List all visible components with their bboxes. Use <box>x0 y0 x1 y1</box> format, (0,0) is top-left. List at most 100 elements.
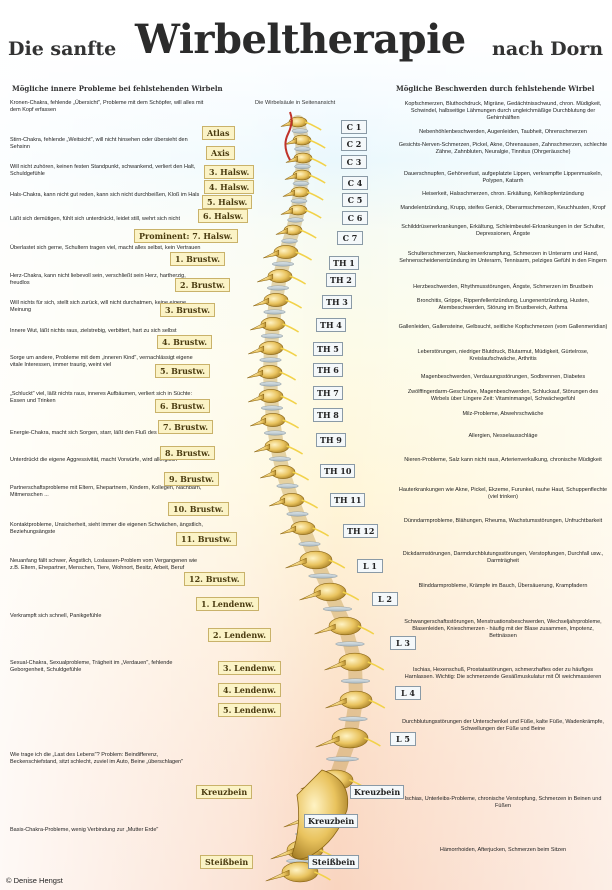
code-th12: TH 12 <box>343 524 379 538</box>
code-th4: TH 4 <box>316 318 346 332</box>
right-text-c6: Mandelentzündung, Krupp, steifes Genick,… <box>400 205 606 211</box>
vertebra <box>260 317 286 331</box>
code-c3: C 3 <box>341 155 367 169</box>
spinal-nerve <box>308 139 326 149</box>
right-text-steissbein: Hämorrhoiden, Afterjucken, Schmerzen bei… <box>439 847 567 853</box>
right-text-l4: Ischias, Hexenschuß, Prostatastörungen, … <box>404 667 602 680</box>
intervertebral-disc <box>287 217 304 223</box>
intervertebral-disc <box>261 405 284 411</box>
code-kreuzbein-lower: Kreuzbein <box>304 814 359 828</box>
vertebral-artery <box>284 111 293 161</box>
right-text-th10: Nieren-Probleme, Salz kann nicht raus, A… <box>404 457 602 463</box>
left-subheading: Mögliche innere Probleme bei fehlstehend… <box>12 84 223 93</box>
spinous-process <box>260 469 277 479</box>
label-brustw-8: 8. Brustw. <box>160 446 215 460</box>
label-axis: Axis <box>206 146 235 160</box>
title-pre: Die sanfte <box>8 38 117 60</box>
label-lendenw-5: 5. Lendenw. <box>218 703 282 717</box>
vertebra <box>338 652 372 672</box>
intervertebral-disc <box>272 261 295 267</box>
right-text-th2: Herzbeschwerden, Rhythmusstörungen, Ängs… <box>413 284 593 290</box>
code-th9: TH 9 <box>316 433 346 447</box>
code-th6: TH 6 <box>313 363 343 377</box>
spinous-process <box>263 249 280 259</box>
poster-title: Die sanfte Wirbeltherapie nach Dorn <box>0 8 612 68</box>
code-th1: TH 1 <box>329 256 359 270</box>
vertebra <box>260 413 286 427</box>
vertebra <box>290 521 316 535</box>
right-text-c5: Heiserkeit, Halsschmerzen, chron. Erkält… <box>422 191 584 197</box>
intervertebral-disc <box>290 198 308 204</box>
vertebra <box>339 690 373 710</box>
intervertebral-disc <box>264 430 287 436</box>
left-text-sexual: Sexual-Chakra, Sexualprobleme, Trägheit … <box>10 660 173 673</box>
left-text-kontakt: Kontaktprobleme, Unsicherheit, sieht imm… <box>10 522 203 535</box>
intervertebral-disc <box>281 238 298 244</box>
spinal-nerve <box>308 174 326 184</box>
label-halsw-6: 6. Halsw. <box>198 209 249 223</box>
spinous-process <box>315 735 340 748</box>
right-text-l1: Dickdarmstörungen, Darmdurchblutungsstör… <box>402 551 604 564</box>
label-halsw-3: 3. Halsw. <box>204 165 255 179</box>
title-post: nach Dorn <box>492 38 604 60</box>
spinous-process <box>254 443 271 453</box>
code-th2: TH 2 <box>326 273 356 287</box>
spinal-nerve <box>368 699 386 709</box>
spinal-nerve <box>280 395 298 405</box>
spinal-nerve <box>292 471 310 481</box>
spinal-nerve <box>304 209 322 219</box>
label-brustw-11: 11. Brustw. <box>176 532 237 546</box>
right-text-th1: Schulterschmerzen, Nackenverkrampfung, S… <box>399 251 607 264</box>
spinal-nerve <box>306 191 324 201</box>
label-halsw-4: 4. Halsw. <box>204 180 255 194</box>
spinal-nerve <box>289 275 307 285</box>
spinal-nerve <box>328 559 346 569</box>
vertebra <box>328 616 362 636</box>
right-text-th4: Gallenleiden, Gallensteine, Gelbsucht, s… <box>398 324 608 330</box>
code-l4: L 4 <box>395 686 421 700</box>
right-text-c2: Nebenhöhlenbeschwerden, Augenleiden, Tau… <box>419 129 587 135</box>
left-text-stirn: Stirn-Chakra, fehlende „Weitsicht", will… <box>10 137 188 150</box>
spinous-process <box>285 557 307 569</box>
spinous-process <box>284 137 297 145</box>
right-text-th5: Leberstörungen, niedriger Blutdruck, Blu… <box>417 349 589 362</box>
left-text-last: Wie trage ich die „Last des Lebens"? Pro… <box>10 752 184 765</box>
intervertebral-disc <box>322 606 353 612</box>
left-text-herz: Herz-Chakra, kann nicht liebevoll sein, … <box>10 273 186 286</box>
intervertebral-disc <box>276 483 299 489</box>
left-text-basis: Basis-Chakra-Probleme, wenig Verbindung … <box>10 827 159 833</box>
spinous-process <box>284 172 297 180</box>
spinal-nerve <box>342 591 360 601</box>
intervertebral-disc <box>259 357 282 363</box>
vertebra <box>267 269 293 283</box>
label-halsw-7: Prominent: 7. Halsw. <box>134 229 238 243</box>
label-halsw-5: 5. Halsw. <box>202 195 253 209</box>
vertebra <box>313 582 347 602</box>
label-brustw-10: 10. Brustw. <box>168 502 229 516</box>
label-lendenw-3: 3. Lendenw. <box>218 661 282 675</box>
label-brustw-6: 6. Brustw. <box>155 399 210 413</box>
intervertebral-disc <box>267 285 290 291</box>
intervertebral-disc <box>291 128 309 134</box>
spinous-process <box>275 227 288 235</box>
title-main: Wirbeltherapie <box>135 16 466 63</box>
label-atlas: Atlas <box>202 126 235 140</box>
code-l2: L 2 <box>372 592 398 606</box>
spinal-nerve <box>312 527 330 537</box>
right-text-c7: Schilddrüsenerkrankungen, Erkältung, Sch… <box>401 224 605 237</box>
intervertebral-disc <box>308 573 338 579</box>
spinal-nerve <box>299 229 317 239</box>
right-text-th6: Magenbeschwerden, Verdauungsstörungen, S… <box>420 374 586 380</box>
spinal-nerve <box>314 871 331 881</box>
spinous-process <box>250 417 267 427</box>
label-brustw-1: 1. Brustw. <box>170 252 225 266</box>
spinous-process <box>280 119 293 127</box>
right-text-c1: Kopfschmerzen, Bluthochdruck, Migräne, G… <box>404 101 602 121</box>
left-text-neuanfang: Neuanfang fällt schwer, Ängstlich, Losla… <box>10 558 198 571</box>
vertebra <box>331 727 369 749</box>
left-text-aggressivitaet: Unterdrückt die eigene Aggressivität, ma… <box>10 457 178 463</box>
code-th10: TH 10 <box>320 464 356 478</box>
spinous-process <box>285 155 298 163</box>
left-text-demuetigen: Läßt sich demütigen, fühlt sich unterdrü… <box>10 216 180 222</box>
right-text-th12: Dünndarmprobleme, Blähungen, Rheuma, Wac… <box>403 518 603 524</box>
